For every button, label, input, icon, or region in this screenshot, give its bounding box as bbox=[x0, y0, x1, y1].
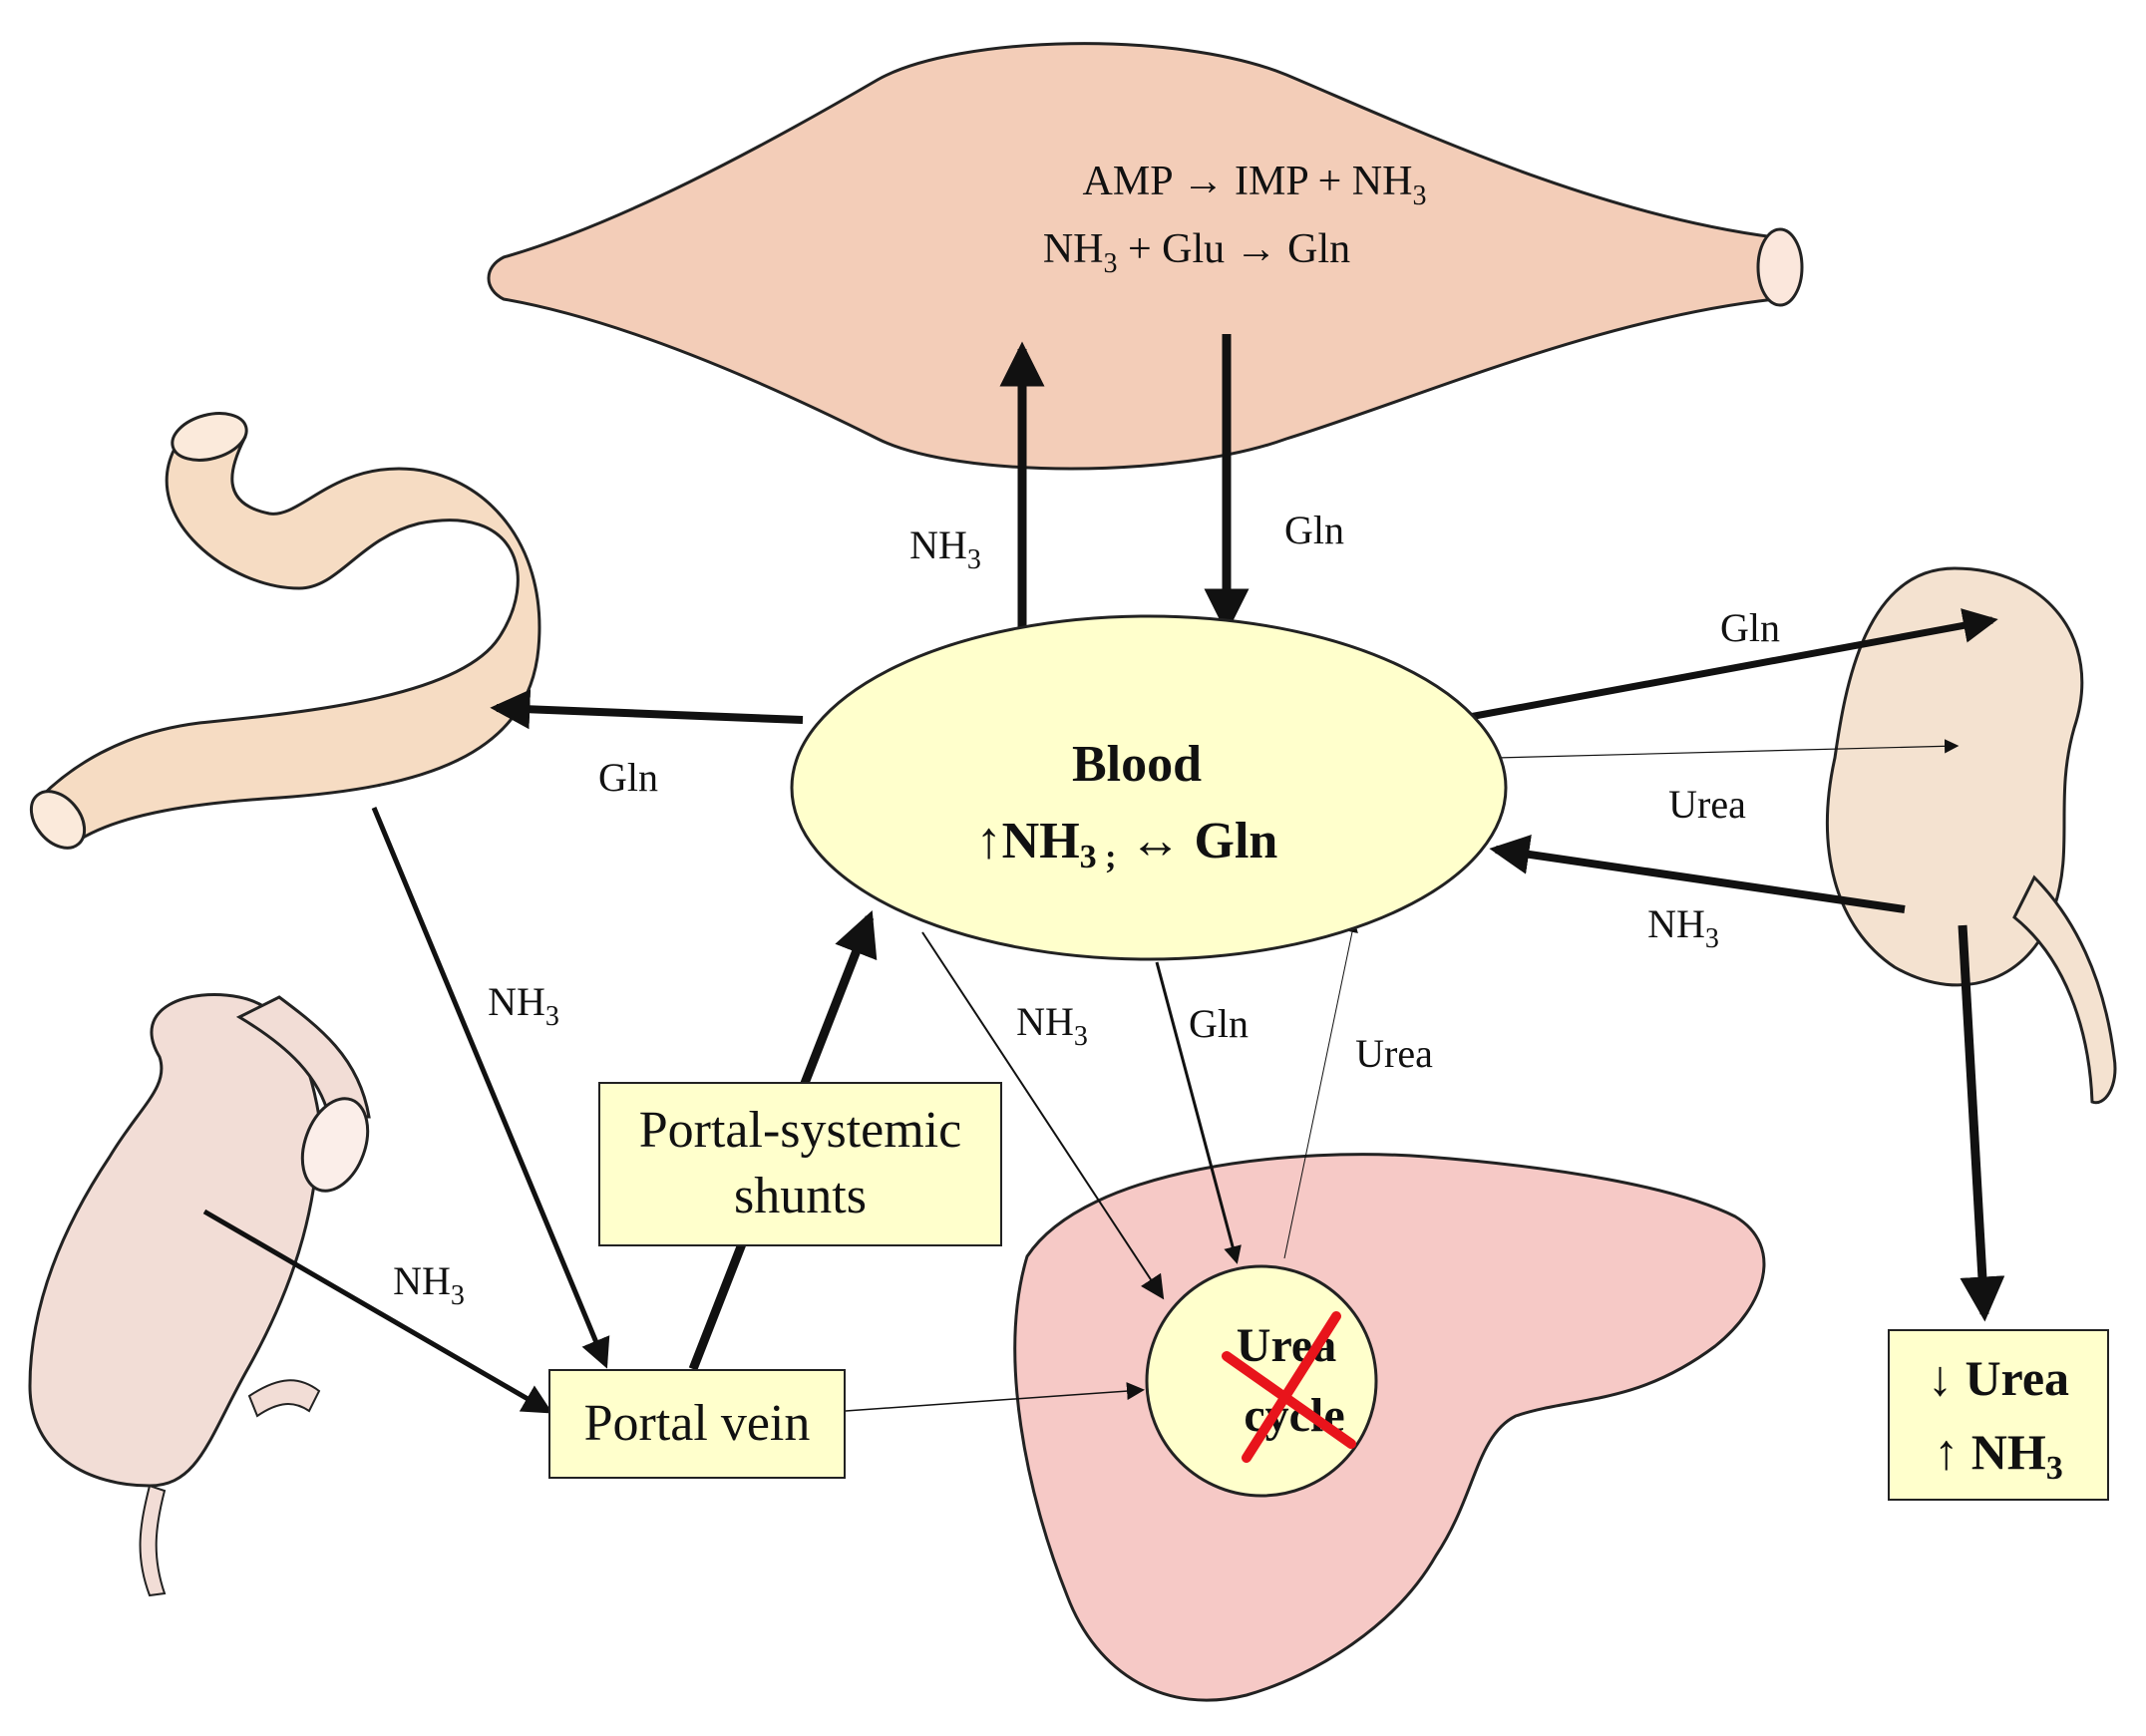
arrow-liver-to-blood-urea bbox=[1283, 920, 1358, 1259]
arrow-kidney-to-blood bbox=[1489, 835, 1906, 913]
label-blood-to-gut: Gln bbox=[598, 755, 658, 800]
label-kidney-to-blood: NH3 bbox=[1647, 901, 1719, 954]
blood-title: Blood bbox=[1072, 736, 1202, 793]
arrow-blood-to-kidney-gln bbox=[1463, 608, 1998, 722]
label-blood-to-kidney-gln: Gln bbox=[1720, 605, 1780, 650]
arrow-blood-to-gut bbox=[490, 689, 804, 730]
label-muscle-to-blood: Gln bbox=[1284, 508, 1344, 552]
arrow-colon-to-portal bbox=[202, 1209, 553, 1414]
muscle-reaction-1: AMP → IMP + NH3 bbox=[1083, 159, 1427, 211]
label-blood-to-liver-gln: Gln bbox=[1189, 1001, 1249, 1046]
label-blood-to-muscle: NH3 bbox=[909, 522, 981, 575]
portal-vein-label: Portal vein bbox=[583, 1395, 811, 1452]
label-blood-to-liver-nh3: NH3 bbox=[1016, 999, 1088, 1052]
muscle-organ bbox=[487, 42, 1804, 471]
kidney-output-urea: ↓ Urea bbox=[1927, 1350, 2070, 1406]
arrow-portal-to-liver bbox=[845, 1382, 1145, 1412]
shunts-line-2: shunts bbox=[734, 1168, 867, 1224]
small-intestine-organ bbox=[29, 412, 541, 850]
blocked-cross-icon bbox=[1222, 1311, 1356, 1463]
blood-compartment bbox=[790, 614, 1508, 961]
arrow-blood-to-kidney-urea bbox=[1495, 739, 1960, 759]
arrow-gut-to-portal bbox=[371, 807, 610, 1369]
label-gut-to-portal: NH3 bbox=[488, 979, 559, 1032]
kidney-output-box: ↓ Urea ↑ NH3 bbox=[1888, 1329, 2109, 1501]
arrow-blood-to-liver-gln bbox=[1155, 961, 1242, 1264]
colon-organ bbox=[28, 993, 371, 1597]
kidney-organ bbox=[1826, 566, 2117, 1105]
blood-status: ↑NH3 ; ↔ Gln bbox=[976, 813, 1278, 875]
arrow-blood-to-liver-nh3 bbox=[921, 931, 1165, 1300]
label-liver-to-blood-urea: Urea bbox=[1355, 1031, 1433, 1076]
label-colon-to-portal: NH3 bbox=[393, 1258, 465, 1311]
kidney-output-nh3: ↑ NH3 bbox=[1934, 1424, 2063, 1487]
arrow-kidney-excretion bbox=[1958, 924, 2005, 1322]
muscle-reaction-2: NH3 + Glu → Gln bbox=[1043, 226, 1350, 279]
liver-organ bbox=[1013, 1153, 1766, 1702]
shunts-line-1: Portal-systemic bbox=[638, 1102, 962, 1159]
portal-systemic-shunts-box: Portal-systemic shunts bbox=[598, 1082, 1002, 1246]
label-blood-to-kidney-urea: Urea bbox=[1668, 782, 1746, 827]
portal-vein-box: Portal vein bbox=[548, 1369, 846, 1479]
